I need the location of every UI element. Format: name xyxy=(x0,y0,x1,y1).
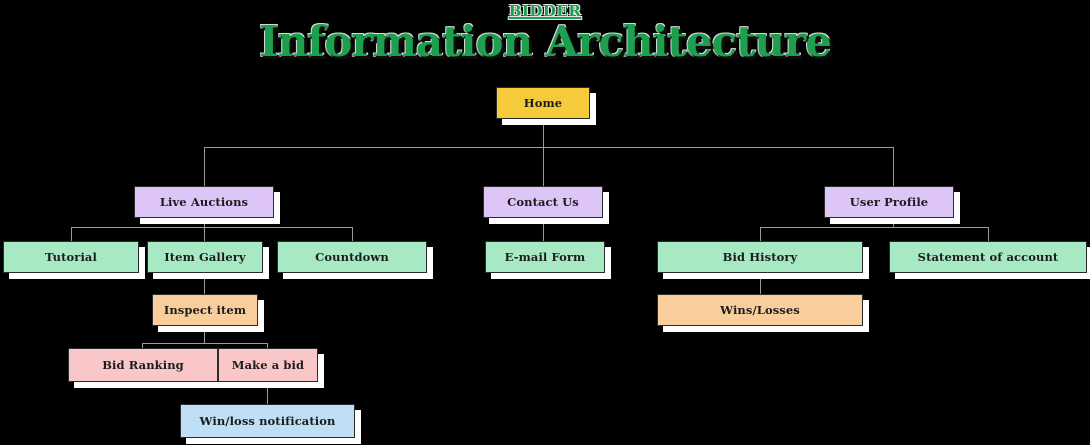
node-label-email-form: E-mail Form xyxy=(504,249,586,264)
node-tutorial[interactable]: Tutorial xyxy=(3,241,139,273)
node-countdown[interactable]: Countdown xyxy=(277,241,427,273)
diagram-title-block: BIDDER Information Architecture xyxy=(0,0,1090,65)
node-live-auctions[interactable]: Live Auctions xyxy=(134,186,274,218)
connector-inspect-item-down xyxy=(204,326,205,343)
node-statement[interactable]: Statement of account xyxy=(889,241,1087,273)
connector-bid-history-down xyxy=(760,273,761,294)
node-label-statement: Statement of account xyxy=(917,249,1059,264)
node-label-countdown: Countdown xyxy=(315,249,389,264)
connector-live-auctions-down xyxy=(204,218,205,227)
node-label-live-auctions: Live Auctions xyxy=(159,194,249,209)
connector-bus-down-countdown xyxy=(352,227,353,241)
node-label-user-profile: User Profile xyxy=(849,194,929,209)
node-label-bid-history: Bid History xyxy=(722,249,798,264)
connector-user-profile-bus xyxy=(760,227,988,228)
node-label-tutorial: Tutorial xyxy=(45,249,97,264)
connector-level2-bus xyxy=(204,147,893,148)
node-label-bid-ranking: Bid Ranking xyxy=(102,357,184,372)
connector-live-auctions-bus xyxy=(71,227,352,228)
node-home[interactable]: Home xyxy=(496,87,590,119)
node-make-a-bid[interactable]: Make a bid xyxy=(218,348,318,382)
node-label-contact-us: Contact Us xyxy=(507,194,579,209)
node-item-gallery[interactable]: Item Gallery xyxy=(147,241,263,273)
node-contact-us[interactable]: Contact Us xyxy=(483,186,603,218)
connector-bus-down-bid-history xyxy=(760,227,761,241)
connector-bus-down-contact-us xyxy=(543,147,544,186)
page-title: Information Architecture xyxy=(259,17,832,66)
title-kicker: BIDDER xyxy=(508,2,582,20)
node-label-win-loss-notif: Win/loss notification xyxy=(199,413,336,428)
node-inspect-item[interactable]: Inspect item xyxy=(152,294,258,326)
node-label-wins-losses: Wins/Losses xyxy=(720,302,800,317)
node-label-make-a-bid: Make a bid xyxy=(231,357,305,372)
node-label-inspect-item: Inspect item xyxy=(163,302,247,317)
node-user-profile[interactable]: User Profile xyxy=(824,186,954,218)
connector-bus-down-live-auctions xyxy=(204,147,205,186)
node-bid-history[interactable]: Bid History xyxy=(657,241,863,273)
connector-inspect-item-bus xyxy=(142,343,268,344)
node-label-item-gallery: Item Gallery xyxy=(164,249,246,264)
node-bid-ranking[interactable]: Bid Ranking xyxy=(68,348,218,382)
connector-bus-down-item-gallery xyxy=(204,227,205,241)
connector-bus-down-bid-ranking xyxy=(142,343,143,348)
connector-user-profile-down xyxy=(893,218,894,227)
connector-bus-down-make-a-bid xyxy=(267,343,268,348)
node-win-loss-notif[interactable]: Win/loss notification xyxy=(180,404,355,438)
node-email-form[interactable]: E-mail Form xyxy=(485,241,605,273)
connector-home-down-to-bus xyxy=(543,119,544,147)
connector-contact-us-down xyxy=(543,218,544,241)
connector-bus-down-statement xyxy=(988,227,989,241)
node-wins-losses[interactable]: Wins/Losses xyxy=(657,294,863,326)
node-label-home: Home xyxy=(523,95,563,110)
connector-bus-down-tutorial xyxy=(71,227,72,241)
connector-item-gallery-down xyxy=(204,273,205,294)
connector-bus-down-user-profile xyxy=(893,147,894,186)
connector-make-a-bid-down xyxy=(267,382,268,404)
